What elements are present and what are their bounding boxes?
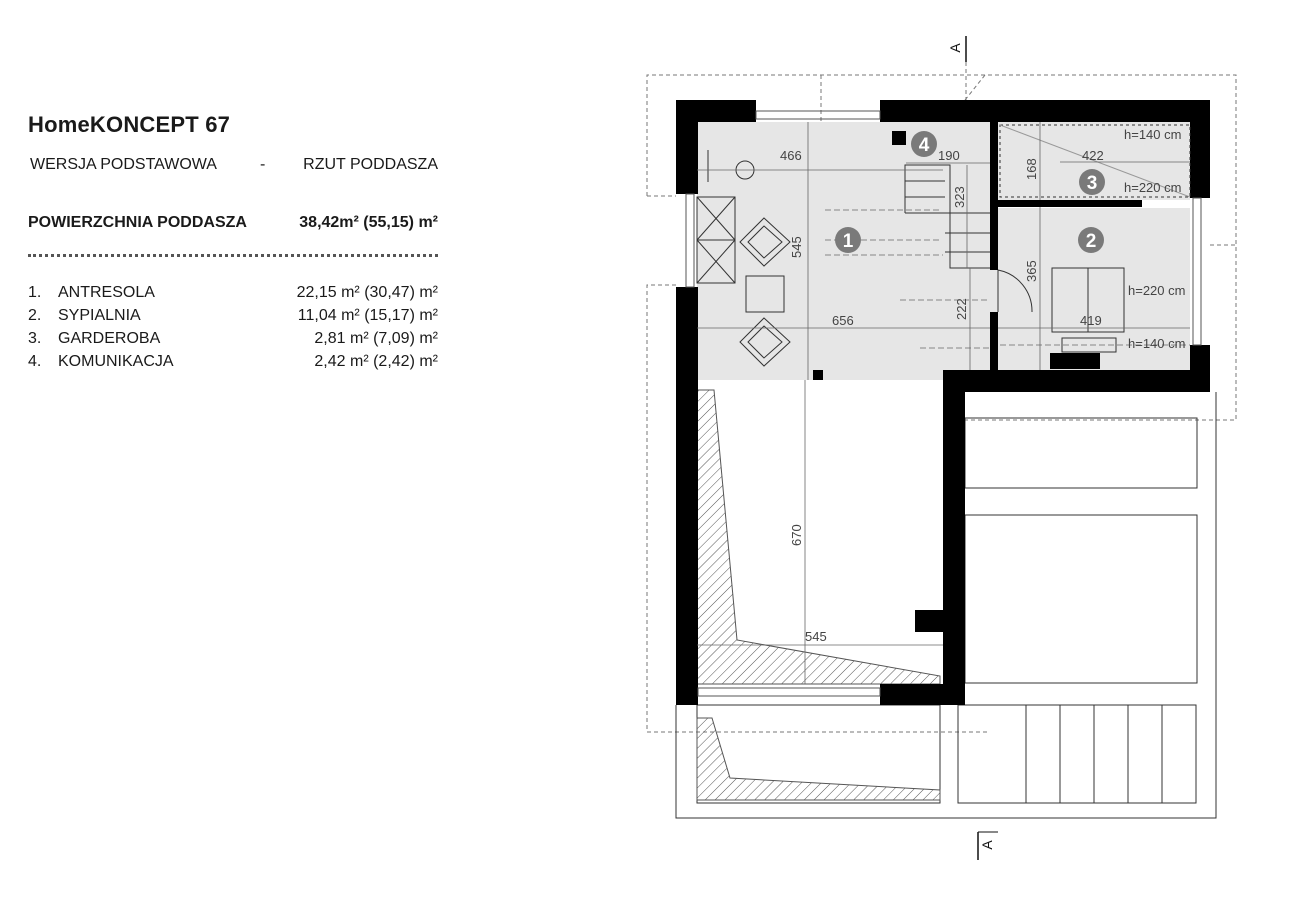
room-area: 22,15 m² (30,47) m² — [296, 284, 438, 301]
room-list-item: 2. SYPIALNIA 11,04 m² (15,17) m² — [28, 307, 438, 330]
windows — [685, 110, 1202, 697]
project-title: HomeKONCEPT 67 — [28, 112, 231, 137]
stairs — [904, 164, 990, 269]
height-label: h=140 cm — [1124, 127, 1181, 142]
legend-panel: HomeKONCEPT 67 WERSJA PODSTAWOWA - RZUT … — [28, 0, 448, 900]
plan-name: RZUT PODDASZA — [303, 156, 438, 173]
room-badge-4: 4 — [911, 131, 937, 157]
room-list-item: 4. KOMUNIKACJA 2,42 m² (2,42) m² — [28, 353, 438, 376]
room-area: 2,81 m² (7,09) m² — [314, 330, 438, 347]
room-badge-2: 2 — [1078, 227, 1104, 253]
dim-190: 190 — [938, 148, 960, 163]
total-area-row: POWIERZCHNIA PODDASZA 38,42m² (55,15) m² — [28, 214, 438, 236]
room-number: 1. — [28, 284, 42, 301]
dim-419: 419 — [1080, 313, 1102, 328]
height-label: h=220 cm — [1124, 180, 1181, 195]
dim-422: 422 — [1082, 148, 1104, 163]
room-badge-1: 1 — [835, 227, 861, 253]
height-label: h=140 cm — [1128, 336, 1185, 351]
dotted-divider — [28, 254, 438, 257]
door — [997, 269, 1033, 313]
section-label: A — [947, 43, 963, 53]
height-label: h=220 cm — [1128, 283, 1185, 298]
walls — [676, 100, 1210, 705]
version-label: WERSJA PODSTAWOWA — [30, 156, 217, 173]
badge-number: 2 — [1086, 231, 1097, 252]
room-name: ANTRESOLA — [58, 284, 155, 301]
dim-222: 222 — [954, 298, 969, 320]
area-value: 38,42m² (55,15) m² — [299, 214, 438, 231]
badge-number: 4 — [919, 135, 930, 156]
badge-number: 1 — [843, 231, 854, 252]
dim-545-horizontal: 545 — [805, 629, 827, 644]
room-badge-3: 3 — [1079, 169, 1105, 195]
dim-545-vertical: 545 — [789, 236, 804, 258]
furniture — [696, 124, 1191, 367]
room-number: 4. — [28, 353, 42, 370]
dim-365: 365 — [1024, 260, 1039, 282]
badge-number: 3 — [1087, 173, 1098, 194]
terrace-outline — [675, 392, 1217, 819]
dim-670: 670 — [789, 524, 804, 546]
dim-323: 323 — [952, 186, 967, 208]
hatched-slope — [696, 389, 941, 801]
section-marker-bottom: A — [977, 831, 998, 860]
room-name: KOMUNIKACJA — [58, 353, 174, 370]
room-list: 1. ANTRESOLA 22,15 m² (30,47) m² 2. SYPI… — [28, 284, 438, 376]
plan-subtitle: WERSJA PODSTAWOWA - RZUT PODDASZA — [30, 156, 438, 178]
room-name: SYPIALNIA — [58, 307, 141, 324]
dimension-lines — [697, 122, 1190, 684]
room-area: 2,42 m² (2,42) m² — [314, 353, 438, 370]
room-name: GARDEROBA — [58, 330, 161, 347]
room-area: 11,04 m² (15,17) m² — [297, 307, 438, 324]
room-number: 3. — [28, 330, 42, 347]
dim-168: 168 — [1024, 158, 1039, 180]
room-number: 2. — [28, 307, 42, 324]
section-label: A — [979, 840, 995, 850]
room-list-item: 1. ANTRESOLA 22,15 m² (30,47) m² — [28, 284, 438, 307]
area-label: POWIERZCHNIA PODDASZA — [28, 214, 247, 231]
section-marker-top: A — [947, 36, 967, 100]
dim-656: 656 — [832, 313, 854, 328]
dim-466: 466 — [780, 148, 802, 163]
room-list-item: 3. GARDEROBA 2,81 m² (7,09) m² — [28, 330, 438, 353]
subtitle-separator: - — [260, 156, 266, 173]
